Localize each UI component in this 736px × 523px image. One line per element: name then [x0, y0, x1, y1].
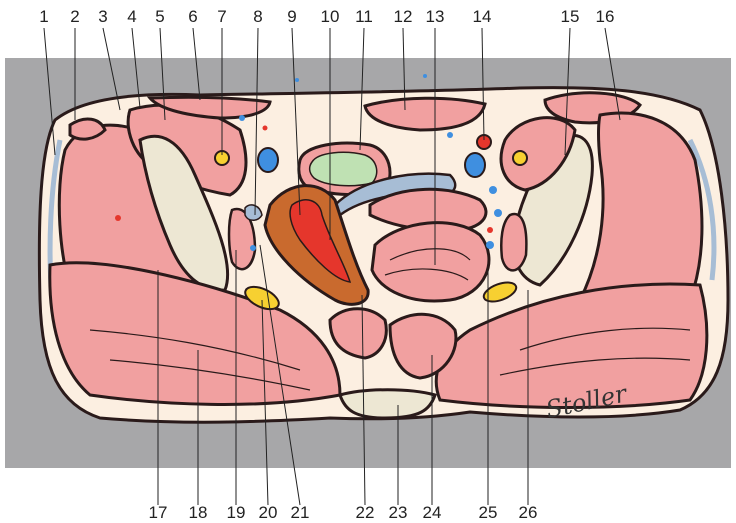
label-2: 2: [70, 7, 79, 26]
label-21: 21: [291, 503, 310, 522]
right-obturator-internus: [501, 214, 526, 270]
label-23: 23: [389, 503, 408, 522]
label-26: 26: [519, 503, 538, 522]
label-25: 25: [479, 503, 498, 522]
vein-small-2: [295, 78, 299, 82]
label-22: 22: [356, 503, 375, 522]
bladder-lumen: [310, 152, 377, 185]
artery-small-3: [263, 126, 268, 131]
label-10: 10: [321, 7, 340, 26]
label-6: 6: [188, 7, 197, 26]
label-19: 19: [227, 503, 246, 522]
label-13: 13: [426, 7, 445, 26]
vein-small-7: [486, 241, 494, 249]
label-17: 17: [149, 503, 168, 522]
vein-small-6: [494, 209, 502, 217]
label-5: 5: [155, 7, 164, 26]
uterus-body: [372, 223, 489, 301]
coccyx-bone: [340, 390, 435, 418]
label-16: 16: [596, 7, 615, 26]
vein-small-8: [250, 245, 256, 251]
artery-small-2: [115, 215, 121, 221]
label-9: 9: [287, 7, 296, 26]
label-4: 4: [127, 7, 136, 26]
label-11: 11: [355, 7, 373, 26]
label-18: 18: [189, 503, 208, 522]
left-external-iliac-vein: [258, 148, 278, 172]
label-8: 8: [253, 7, 262, 26]
label-15: 15: [561, 7, 580, 26]
vein-small-4: [447, 132, 453, 138]
right-external-iliac-vein: [465, 153, 485, 177]
right-femoral-nerve: [513, 151, 527, 165]
vein-small-5: [489, 186, 497, 194]
label-24: 24: [423, 503, 442, 522]
vein-small-3: [423, 74, 427, 78]
label-7: 7: [217, 7, 226, 26]
vein-small-1: [239, 115, 245, 121]
artery-small-1: [487, 227, 493, 233]
label-12: 12: [394, 7, 413, 26]
label-20: 20: [259, 503, 278, 522]
labels-bottom: 17 18 19 20 21 22 23 24 25 26: [149, 503, 538, 522]
label-1: 1: [39, 7, 48, 26]
label-14: 14: [473, 7, 492, 26]
label-3: 3: [98, 7, 107, 26]
labels-top: 1 2 3 4 5 6 7 8 9 10 11 12 13 14 15 16: [39, 7, 614, 26]
